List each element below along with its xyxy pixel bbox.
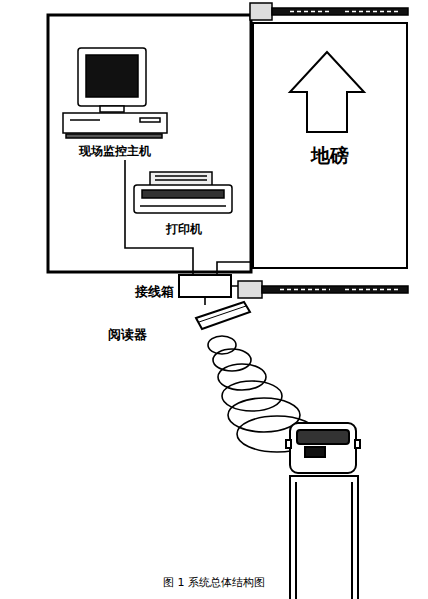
cable <box>125 160 193 274</box>
cable <box>204 298 206 305</box>
sensor-bar <box>232 281 408 298</box>
host-label-box: 现场监控主机 <box>55 44 175 160</box>
node-label: 阅读器 <box>108 327 147 343</box>
truck <box>286 423 360 599</box>
figure-caption: 图 1 系统总体结构图 <box>163 576 265 589</box>
node-label: 打印机 <box>166 222 202 236</box>
node-label: 现场监控主机 <box>79 144 151 158</box>
reader-device <box>199 306 246 322</box>
cable <box>217 262 252 274</box>
computer-icon <box>63 48 167 138</box>
node-label: 接线箱 <box>135 284 174 300</box>
control-room <box>48 15 251 272</box>
junction-box: 接线箱 <box>178 274 232 298</box>
direction-arrow <box>290 52 364 132</box>
reader-device <box>196 302 250 329</box>
node-label: 地磅 <box>311 144 349 167</box>
printer-label-box: 打印机 <box>128 168 240 238</box>
sensor-bar <box>250 3 408 20</box>
weighbridge-box: 地磅 <box>252 22 408 269</box>
reader-box: 阅读器 <box>104 305 254 351</box>
printer-icon <box>134 172 232 213</box>
